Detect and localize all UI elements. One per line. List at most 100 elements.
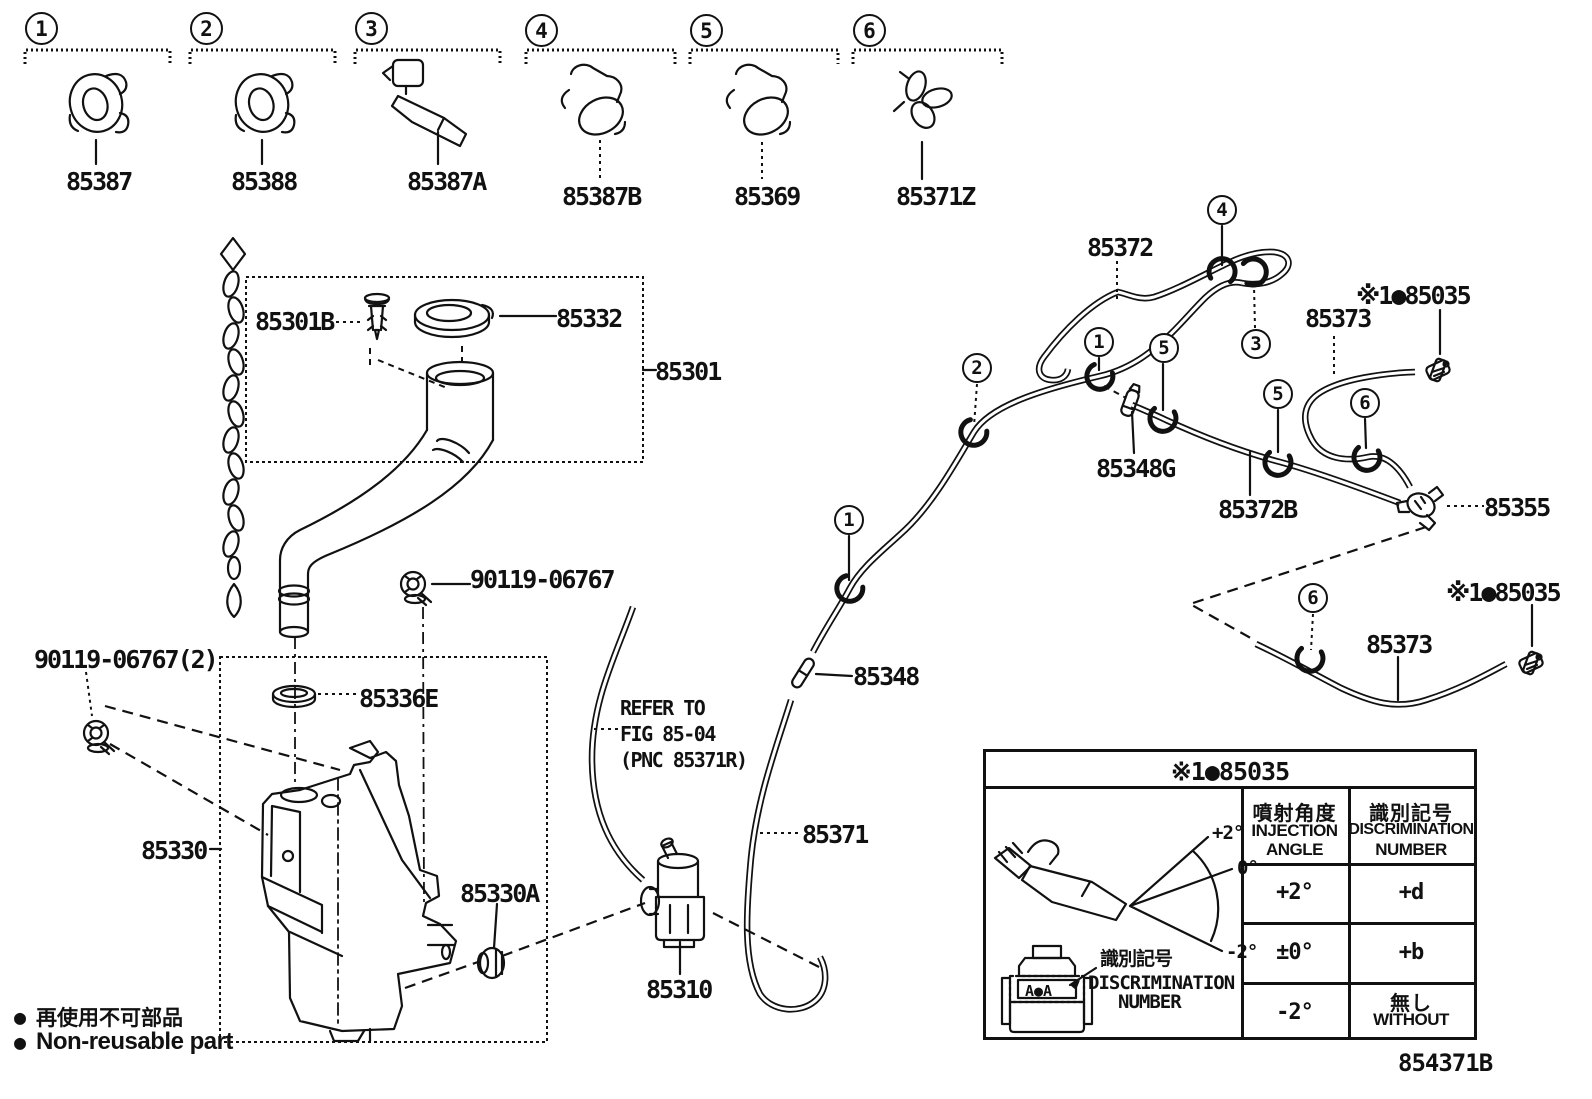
disc-value: WITHOUT <box>1373 1010 1449 1029</box>
callout-6-hose-lower[interactable]: 6 <box>1298 583 1328 613</box>
angle-header-jp: 噴射角度 <box>1252 801 1337 825</box>
disc-value-jp: 無し <box>1390 991 1432 1015</box>
part-label-85355[interactable]: 85355 <box>1484 493 1551 522</box>
clamp-85035-upper-drawing <box>1423 356 1453 384</box>
part-label-85330A[interactable]: 85330A <box>460 879 540 908</box>
reservoir-tank-85330-drawing <box>262 741 456 1041</box>
orifice-85348-drawing <box>790 657 815 689</box>
callout-4[interactable]: 4 <box>525 14 558 47</box>
part-label-85371Z[interactable]: 85371Z <box>896 182 976 211</box>
nozzle-angle-drawing <box>995 837 1232 951</box>
clip-row-brackets <box>25 50 1002 64</box>
disc-header-en1: DISCRIMINATION <box>1348 821 1474 838</box>
table-divider <box>1241 982 1474 985</box>
container-mark-text: A●A <box>1025 982 1053 1000</box>
filler-pin-85301B-drawing <box>365 294 389 339</box>
table-divider <box>1241 863 1474 866</box>
reservoir-cap-85336E-drawing <box>273 686 315 707</box>
callout-1-hose[interactable]: 1 <box>834 505 864 535</box>
bolt-90119x2-drawing <box>82 719 116 756</box>
part-label-90119-06767[interactable]: 90119-06767 <box>470 565 616 594</box>
filler-rod-drawing <box>221 238 247 617</box>
hose-85371R-drawing <box>592 607 643 880</box>
legend-text-jp: 再使用不可部品 <box>36 1006 184 1030</box>
angle-value: -2° <box>1276 1000 1314 1025</box>
table-title: ※1●85035 <box>1170 757 1290 786</box>
part-label-85310[interactable]: 85310 <box>646 975 713 1004</box>
clamp-85035-lower-drawing <box>1516 649 1546 677</box>
hose-85372-run-drawing <box>813 282 1242 652</box>
part-label-85371[interactable]: 85371 <box>802 820 869 849</box>
disc-header-en2: NUMBER <box>1375 840 1447 859</box>
inner-disc-label-en2: NUMBER <box>1118 991 1182 1013</box>
callout-2-hose[interactable]: 2 <box>962 353 992 383</box>
part-label-85372[interactable]: 85372 <box>1087 233 1154 262</box>
part-label-90119-06767x2[interactable]: 90119-06767(2) <box>34 645 219 674</box>
joint-85355-drawing <box>1397 487 1443 530</box>
filler-neck-85301-drawing <box>279 362 493 637</box>
part-label-85348[interactable]: 85348 <box>853 662 920 691</box>
part-label-85330[interactable]: 85330 <box>141 836 208 865</box>
disc-value: +d <box>1398 880 1425 905</box>
filler-group-box <box>246 277 643 462</box>
table-divider <box>1241 786 1244 1037</box>
hose-85372-run-drawing <box>813 282 1242 652</box>
table-divider <box>1348 786 1351 1037</box>
part-label-85336E[interactable]: 85336E <box>359 684 439 713</box>
clip-row-leaders <box>96 132 922 179</box>
disc-value: +b <box>1398 940 1425 965</box>
hose-85372B-drawing <box>1132 405 1400 503</box>
bolt-90119-drawing <box>399 570 433 607</box>
callout-6-hose[interactable]: 6 <box>1350 388 1380 418</box>
non-reusable-bullet-icon: ● <box>14 1030 27 1054</box>
angle-header-en1: INJECTION <box>1251 821 1338 840</box>
figure-code: 854371B <box>1398 1049 1493 1077</box>
callout-3-hose[interactable]: 3 <box>1241 329 1271 359</box>
part-label-85387[interactable]: 85387 <box>66 167 133 196</box>
part-label-85373-lower[interactable]: 85373 <box>1366 630 1433 659</box>
callout-5-hose[interactable]: 5 <box>1149 333 1179 363</box>
jar-cap-85332-drawing <box>415 300 493 337</box>
refer-note: REFER TO FIG 85-04 (PNC 85371R) <box>620 695 748 773</box>
part-label-85387B[interactable]: 85387B <box>562 182 642 211</box>
part-label-85387A[interactable]: 85387A <box>407 167 487 196</box>
part-label-85348G[interactable]: 85348G <box>1096 454 1176 483</box>
part-label-85301B[interactable]: 85301B <box>255 307 335 336</box>
callout-1[interactable]: 1 <box>25 12 58 45</box>
callout-4-hose[interactable]: 4 <box>1207 195 1237 225</box>
hose-85372-loop-drawing <box>1039 252 1288 380</box>
part-label-85372B[interactable]: 85372B <box>1218 495 1298 524</box>
callout-3[interactable]: 3 <box>355 12 388 45</box>
washer-pump-85310-drawing <box>641 837 704 947</box>
assembly-dashed-lines <box>105 386 1426 988</box>
disc-header-jp: 識別記号 <box>1369 801 1453 825</box>
filler-assembly-dashes <box>370 346 462 388</box>
callout-2[interactable]: 2 <box>190 12 223 45</box>
inner-disc-label-en1: DISCRIMINATION <box>1088 972 1235 994</box>
table-divider <box>986 786 1474 789</box>
part-label-85035-lower[interactable]: ※1●85035 <box>1446 578 1562 607</box>
part-label-85388[interactable]: 85388 <box>231 167 298 196</box>
reservoir-group-box <box>220 657 547 1042</box>
callout-6[interactable]: 6 <box>853 14 886 47</box>
callout-5-hose-right[interactable]: 5 <box>1263 379 1293 409</box>
table-divider <box>1241 922 1474 925</box>
orifice-85348G-drawing <box>1120 383 1142 417</box>
part-label-85369[interactable]: 85369 <box>734 182 801 211</box>
part-label-85373-upper[interactable]: 85373 <box>1305 304 1372 333</box>
part-label-85332[interactable]: 85332 <box>556 304 623 333</box>
callout-1-hose-upper[interactable]: 1 <box>1084 327 1114 357</box>
fan-label-zero: 0° <box>1237 857 1259 879</box>
part-label-85035-upper[interactable]: ※1●85035 <box>1356 281 1472 310</box>
grommet-85330A-drawing <box>478 948 504 978</box>
callout-5[interactable]: 5 <box>690 14 723 47</box>
fan-label-minus2: -2° <box>1226 941 1258 963</box>
refer-note-line1: REFER TO <box>620 696 706 720</box>
angle-header-en2: ANGLE <box>1266 840 1324 859</box>
discrimination-table: ※1●85035 噴射角度 INJECTION ANGLE 識別記号 DISCR… <box>983 749 1477 1040</box>
refer-note-line2: FIG 85-04 <box>620 722 716 746</box>
angle-value: +2° <box>1276 880 1314 905</box>
part-label-85301[interactable]: 85301 <box>655 357 722 386</box>
